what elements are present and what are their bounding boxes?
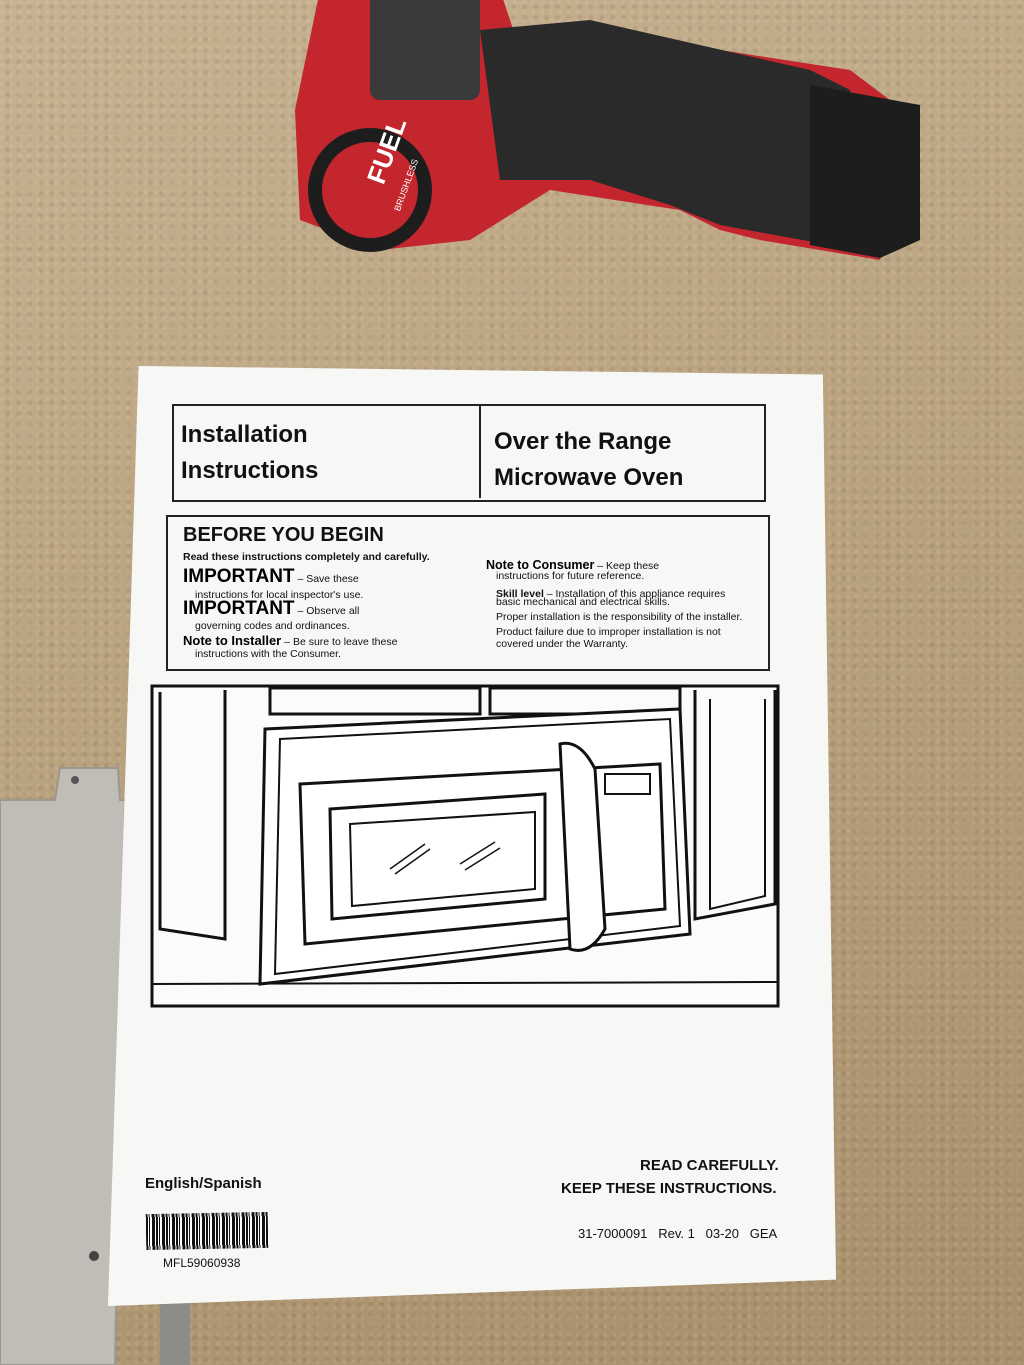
left-item-1-line2: instructions for local inspector's use.: [195, 589, 364, 601]
keep-instructions-text: KEEP THESE INSTRUCTIONS.: [561, 1180, 777, 1197]
before-subtitle: Read these instructions completely and c…: [183, 551, 430, 563]
document-code: 31-7000091 Rev. 1 03-20 GEA: [578, 1226, 778, 1241]
header-right-line1: Over the Range: [494, 428, 672, 455]
barcode: [145, 1211, 269, 1251]
header-divider: [479, 406, 481, 498]
before-you-begin-box: [166, 515, 770, 671]
header-left-line2: Instructions: [181, 457, 319, 484]
left-item-1: IMPORTANT – Save these: [183, 566, 359, 587]
header-box: [172, 404, 766, 502]
header-right-line2: Microwave Oven: [494, 464, 684, 491]
microwave-illustration: [150, 684, 780, 1008]
right-item-3: Proper installation is the responsibilit…: [496, 611, 743, 623]
right-item-1-line2: instructions for future reference.: [496, 570, 645, 582]
language-label: English/Spanish: [145, 1175, 262, 1192]
right-item-2: Skill level – Installation of this appli…: [496, 588, 726, 600]
right-item-4-line2: covered under the Warranty.: [496, 638, 628, 650]
left-item-2: IMPORTANT – Observe all: [183, 598, 360, 619]
right-item-4: Product failure due to improper installa…: [496, 626, 721, 638]
metal-bracket: [0, 767, 190, 1365]
header-left-line1: Installation: [181, 421, 308, 448]
right-item-2-line2: basic mechanical and electrical skills.: [496, 596, 670, 608]
read-carefully-text: READ CAREFULLY.: [640, 1157, 779, 1174]
before-title: BEFORE YOU BEGIN: [183, 524, 384, 546]
part-number: MFL59060938: [163, 1256, 241, 1270]
cordless-drill: FUEL BRUSHLESS: [295, 0, 920, 260]
left-item-2-line2: governing codes and ordinances.: [195, 620, 350, 632]
left-item-3-line2: instructions with the Consumer.: [195, 648, 341, 660]
left-item-3: Note to Installer – Be sure to leave the…: [183, 633, 398, 648]
right-item-1: Note to Consumer – Keep these: [486, 558, 660, 572]
